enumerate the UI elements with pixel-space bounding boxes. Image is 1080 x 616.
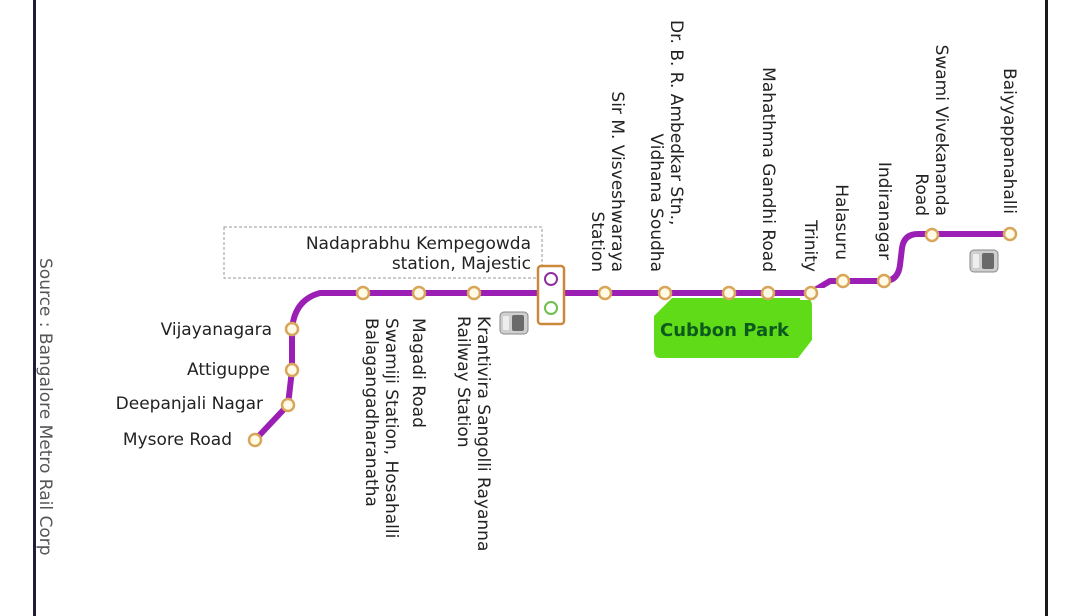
label-magadi-road: Magadi Road — [408, 318, 428, 428]
interchange-label-box — [223, 226, 543, 279]
station-visveshwaraya[interactable] — [597, 285, 613, 301]
label-deepanjali-nagar: Deepanjali Nagar — [116, 394, 263, 414]
map-frame-left-border — [33, 0, 36, 616]
label-krantivira-line2: Railway Station — [453, 316, 473, 448]
station-hosahalli[interactable] — [355, 285, 371, 301]
station-vidhana-soudha[interactable] — [657, 285, 673, 301]
map-frame-right-border — [1045, 0, 1048, 616]
label-mysore-road: Mysore Road — [123, 430, 232, 450]
station-swami-vivekananda[interactable] — [924, 227, 940, 243]
interchange-purple-dot — [544, 272, 558, 286]
interchange-green-dot — [544, 301, 558, 315]
station-vijayanagara[interactable] — [284, 321, 300, 337]
label-vidhana-soudha-line1: Dr. B. R. Ambedkar Stn., — [666, 20, 686, 225]
label-krantivira-line1: Krantivira Sangolli Rayanna — [473, 316, 493, 551]
train-icon — [969, 249, 999, 273]
station-mg-road-a[interactable] — [721, 285, 737, 301]
station-attiguppe[interactable] — [284, 362, 300, 378]
station-magadi-road[interactable] — [411, 285, 427, 301]
label-visveshwaraya-line2: Station — [587, 212, 607, 272]
label-vidhana-soudha-line2: Vidhana Soudha — [646, 133, 666, 272]
station-krantivira[interactable] — [466, 285, 482, 301]
label-mg-road: Mahathma Gandhi Road — [758, 67, 778, 272]
station-halasuru[interactable] — [835, 273, 851, 289]
station-indiranagar[interactable] — [876, 273, 892, 289]
station-mg-road[interactable] — [760, 285, 776, 301]
label-hosahalli-line2: Swamiji Station, Hosahalli — [381, 318, 401, 538]
interchange-label-line1: Nadaprabhu Kempegowda — [306, 234, 531, 254]
station-mysore-road[interactable] — [247, 432, 263, 448]
cubbon-park-label: Cubbon Park — [660, 320, 790, 341]
label-hosahalli-line1: Balagangadharanatha — [361, 318, 381, 507]
source-label: Source : Bangalore Metro Rail Corp — [35, 258, 55, 556]
label-swami-vivekananda-line1: Swami Vivekananda — [931, 45, 951, 216]
station-baiyyappanahalli[interactable] — [1002, 226, 1018, 242]
label-attiguppe: Attiguppe — [187, 360, 270, 380]
label-halasuru: Halasuru — [831, 184, 851, 260]
purple-line-west — [252, 290, 1010, 443]
label-vijayanagara: Vijayanagara — [161, 320, 272, 340]
label-baiyyappanahalli: Baiyyappanahalli — [999, 68, 1019, 214]
cubbon-park-area — [654, 298, 812, 358]
station-deepanjali-nagar[interactable] — [280, 397, 296, 413]
label-trinity: Trinity — [800, 219, 820, 272]
label-indiranagar: Indiranagar — [874, 162, 894, 260]
interchange-label-line2: station, Majestic — [392, 254, 531, 274]
label-swami-vivekananda-line2: Road — [911, 173, 931, 216]
station-trinity[interactable] — [803, 285, 819, 301]
line-mask — [800, 288, 1040, 300]
label-visveshwaraya-line1: Sir M. Visveshwaraya — [607, 91, 627, 272]
train-icon — [499, 311, 529, 335]
